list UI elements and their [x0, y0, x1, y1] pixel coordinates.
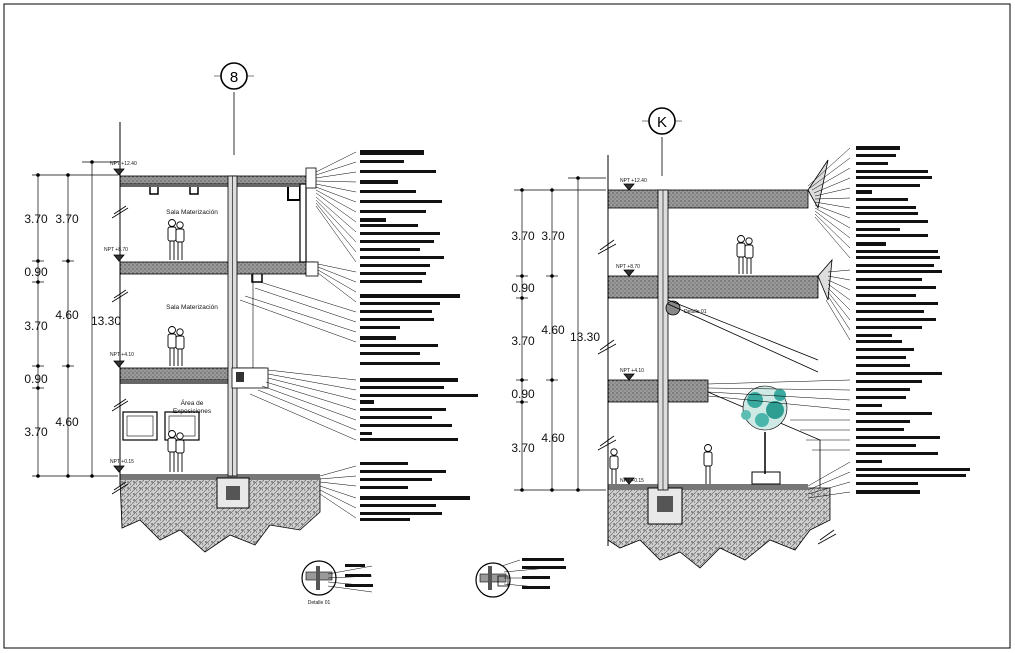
level-label: NPT +4.10	[620, 368, 644, 374]
dim-mid: 4.60	[541, 323, 565, 337]
detail-circle-left: Detalle 01	[301, 560, 373, 606]
detail-circle-right	[475, 558, 566, 598]
level-label: NPT +0.15	[110, 459, 134, 465]
room-label: Sala Materización	[166, 209, 218, 216]
level-label: NPT +12.40	[620, 178, 647, 184]
level-label: NPT +4.10	[110, 352, 134, 358]
level-label: NPT +12.40	[110, 161, 137, 167]
dim-outer: 3.70	[24, 319, 48, 333]
dim-mid: 3.70	[541, 229, 565, 243]
dim-mid: 4.60	[55, 415, 79, 429]
sheet-border	[3, 3, 1011, 649]
axis-label-8: 8	[230, 69, 238, 86]
axis-label-k: K	[657, 114, 667, 131]
dim-mid: 3.70	[55, 212, 79, 226]
level-label: NPT +0.15	[620, 478, 644, 484]
tree-icon	[741, 385, 788, 485]
dim-total: 13.30	[91, 314, 121, 328]
section-left: 8	[24, 62, 478, 553]
dim-outer: 3.70	[511, 441, 535, 455]
room-label: Sala Materización	[166, 304, 218, 311]
dim-outer: 0.90	[511, 281, 535, 295]
level-label: NPT +8.70	[104, 247, 128, 253]
dim-outer: 3.70	[24, 212, 48, 226]
axis-bubble-k	[648, 107, 676, 135]
section-right: K Detalle 01	[511, 107, 970, 569]
dim-total: 13.30	[570, 330, 600, 344]
dim-outer: 0.90	[24, 372, 48, 386]
detail-caption: Detalle 01	[308, 600, 331, 606]
dim-outer: 3.70	[511, 334, 535, 348]
dim-mid: 4.60	[55, 308, 79, 322]
dim-outer: 3.70	[24, 425, 48, 439]
detail-tag: Detalle 01	[684, 309, 707, 315]
dim-outer: 3.70	[511, 229, 535, 243]
level-label: NPT +8.70	[616, 264, 640, 270]
dim-outer: 0.90	[511, 387, 535, 401]
dim-mid: 4.60	[541, 431, 565, 445]
axis-bubble-8	[220, 62, 248, 90]
dim-outer: 0.90	[24, 265, 48, 279]
